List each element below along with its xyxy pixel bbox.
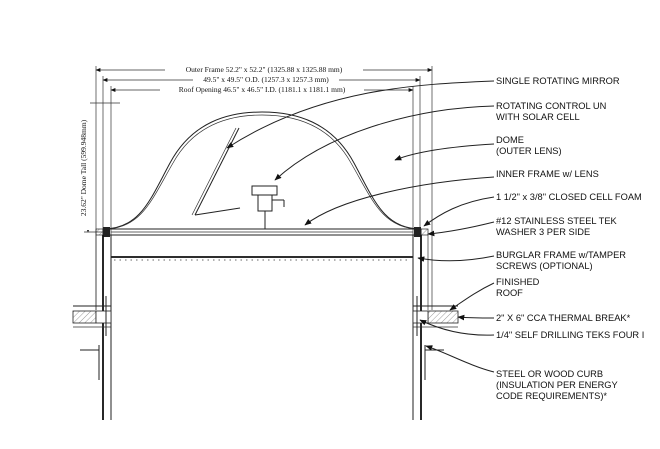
inner-frame <box>95 227 429 237</box>
callout-labels: SINGLE ROTATING MIRROR ROTATING CONTROL … <box>496 76 644 401</box>
callout-stainless-steel-tek: #12 STAINLESS STEEL TEK <box>496 216 618 226</box>
callout-inner-frame: INNER FRAME w/ LENS <box>496 169 599 179</box>
callout-dome-line2: (OUTER LENS) <box>496 146 562 156</box>
callout-single-rotating-mirror: SINGLE ROTATING MIRROR <box>496 76 620 86</box>
dimension-lines <box>84 66 433 310</box>
callout-burglar-frame-line2: SCREWS (OPTIONAL) <box>496 261 593 271</box>
curb-walls <box>80 235 444 420</box>
rotating-control-unit <box>251 185 285 229</box>
dome-tall-dimension-label: 23.62" Dome Tall (599.948mm) <box>79 119 88 216</box>
callout-stainless-steel-tek-line2: WASHER 3 PER SIDE <box>496 227 590 237</box>
callout-closed-cell-foam: 1 1/2" x 3/8" CLOSED CELL FOAM <box>496 192 642 202</box>
od-dimension-label: 49.5" x 49.5" O.D. (1257.3 x 1257.3 mm) <box>203 75 329 84</box>
callout-finished-roof-line2: ROOF <box>496 288 523 298</box>
callout-thermal-break: 2" X 6" CCA THERMAL BREAK* <box>496 313 631 323</box>
leader-lines <box>226 80 495 373</box>
callout-rotating-control-unit-line2: WITH SOLAR CELL <box>496 112 580 122</box>
outer-frame-dimension-label: Outer Frame 52.2" x 52.2" (1325.88 x 132… <box>186 65 343 74</box>
roof-opening-dimension-label: Roof Opening 46.5" x 46.5" I.D. (1181.1 … <box>179 85 346 94</box>
callout-curb-line3: CODE REQUIREMENTS)* <box>496 391 607 401</box>
burglar-frame <box>110 252 414 262</box>
dome <box>102 111 422 230</box>
callout-rotating-control-unit: ROTATING CONTROL UN <box>496 101 606 111</box>
callout-self-drilling-teks: 1/4" SELF DRILLING TEKS FOUR I <box>496 330 644 340</box>
callout-dome: DOME <box>496 135 524 145</box>
callout-finished-roof: FINISHED <box>496 277 540 287</box>
callout-curb-line2: (INSULATION PER ENERGY <box>496 380 618 390</box>
finished-roof <box>72 296 459 336</box>
dimension-labels: Outer Frame 52.2" x 52.2" (1325.88 x 132… <box>78 64 364 230</box>
single-rotating-mirror <box>191 127 241 216</box>
callout-curb: STEEL OR WOOD CURB <box>496 369 603 379</box>
callout-burglar-frame: BURGLAR FRAME w/TAMPER <box>496 250 626 260</box>
